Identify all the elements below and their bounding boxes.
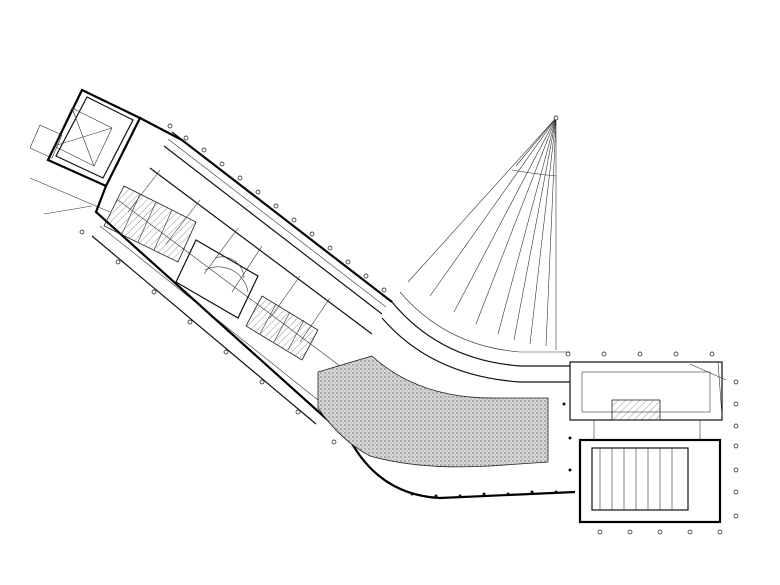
curved-connector [349,291,576,500]
stair-blocks [245,295,319,361]
central-atrium [175,239,259,319]
south-dimension-marks [410,402,572,498]
east-grid-bubbles [565,351,739,535]
east-block [569,361,727,524]
grid-axis-bubbles [79,123,387,445]
hatched-plaza [317,355,549,468]
main-diagonal-wing [91,117,393,441]
seating-grid [103,185,197,263]
radial-fan-lines [407,115,559,350]
